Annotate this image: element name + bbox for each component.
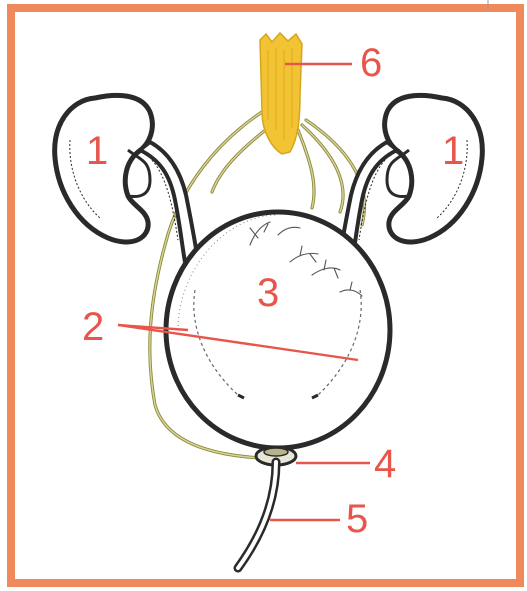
label-ureters: 2 bbox=[82, 305, 104, 349]
label-sphincter: 4 bbox=[374, 442, 396, 486]
label-kidney-right: 1 bbox=[442, 129, 464, 173]
label-spinal-cord: 6 bbox=[360, 41, 382, 85]
spinal-cord bbox=[260, 33, 302, 154]
bladder bbox=[166, 212, 390, 448]
urethra bbox=[238, 462, 276, 568]
kidney-right bbox=[385, 95, 483, 242]
ureter-left bbox=[140, 142, 198, 262]
label-urethra: 5 bbox=[346, 497, 368, 541]
label-bladder: 3 bbox=[257, 271, 279, 315]
label-kidney-left: 1 bbox=[86, 129, 108, 173]
